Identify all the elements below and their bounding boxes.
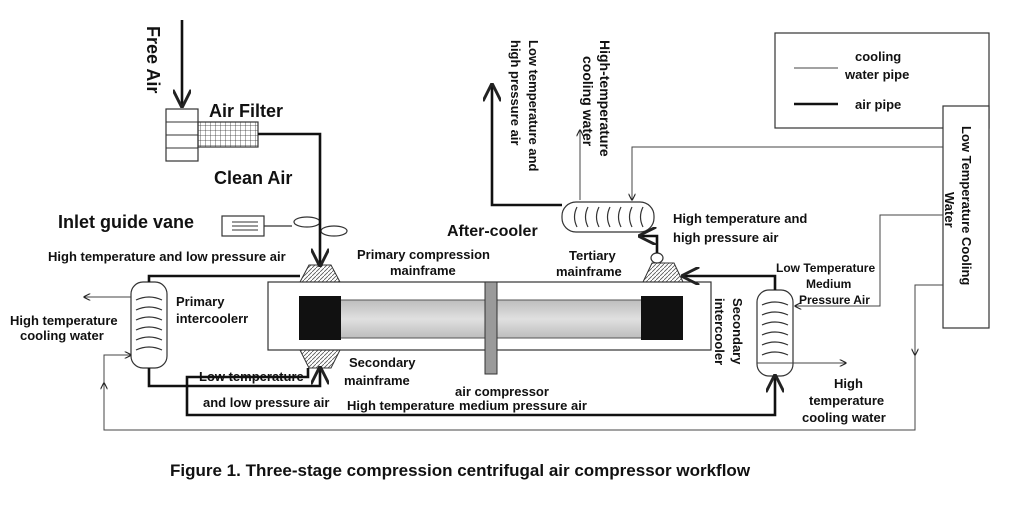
- high-temp-cooling-water-top-2: cooling water: [580, 56, 596, 147]
- low-temp-cooling-water-box: [942, 105, 990, 329]
- low-temp-low-pressure-label-1: Low temperature: [199, 369, 304, 384]
- low-temp-high-pressure-label-1: Low temperature and: [526, 40, 541, 172]
- tertiary-mainframe-label-1: Tertiary: [569, 248, 616, 263]
- after-cooler-label: After-cooler: [447, 223, 538, 240]
- tertiary-impeller-block: [641, 296, 683, 340]
- high-temp-cooling-water-top-1: High-temperature: [597, 40, 613, 157]
- gear-bull-wheel: [484, 281, 498, 375]
- water-down-right: [915, 284, 943, 355]
- primary-compression-label-1: Primary compression: [357, 247, 490, 262]
- high-temp-medium-pressure-label-b: medium pressure air: [459, 398, 587, 413]
- secondary-stage-head: [299, 349, 341, 369]
- primary-compression-label-2: mainframe: [390, 263, 456, 278]
- legend-water-label-1: cooling: [855, 49, 901, 64]
- high-temp-cooling-water-left-1: High temperature: [10, 313, 118, 328]
- legend-air-label: air pipe: [855, 97, 901, 112]
- primary-to-secondary-pipe: [147, 368, 320, 388]
- secondary-mainframe-label-2: mainframe: [344, 373, 410, 388]
- water-return-loop: [104, 355, 916, 431]
- low-temp-medium-pressure-label-2: Medium: [806, 277, 851, 291]
- water-to-secondary-intercooler: [795, 214, 943, 306]
- high-temp-high-pressure-label-1: High temperature and: [673, 211, 807, 226]
- figure-caption: Figure 1. Three-stage compression centri…: [170, 461, 751, 480]
- after-cooler-outlet-pipe: [492, 85, 562, 207]
- water-to-after-cooler: [632, 146, 943, 200]
- legend: cooling water pipe air pipe: [774, 32, 990, 129]
- primary-intercooler: [130, 281, 168, 369]
- high-temp-high-pressure-label-2: high pressure air: [673, 230, 778, 245]
- tertiary-mainframe-label-2: mainframe: [556, 264, 622, 279]
- high-temp-cooling-water-right-1: High: [834, 376, 863, 391]
- secondary-mainframe-label-1: Secondary: [349, 355, 416, 370]
- low-temp-cooling-water-label-2: Water: [942, 192, 957, 228]
- air-filter-label: Air Filter: [209, 101, 283, 121]
- primary-intercooler-label-1: Primary: [176, 294, 225, 309]
- high-temp-cooling-water-right-3: cooling water: [802, 410, 886, 425]
- after-cooler: [561, 201, 655, 233]
- secondary-outlet-pipe: [185, 368, 775, 417]
- low-temp-low-pressure-label-2: and low pressure air: [203, 395, 329, 410]
- clean-air-pipe: [258, 132, 320, 265]
- secondary-intercooler-label-1: Secondary: [730, 298, 745, 365]
- low-temp-cooling-water-label-1: Low Temperature Cooling: [959, 126, 974, 285]
- tertiary-outlet-pipe: [640, 236, 659, 253]
- primary-intercooler-label-2: intercoolerr: [176, 311, 248, 326]
- secondary-intercooler-outlet-pipe: [683, 276, 777, 290]
- air-pipes: [147, 20, 777, 417]
- legend-water-label-2: water pipe: [844, 67, 909, 82]
- water-to-primary-intercooler: [103, 355, 131, 383]
- primary-outlet-pipe: [147, 274, 300, 282]
- free-air-label: Free Air: [143, 26, 163, 93]
- clean-air-label: Clean Air: [214, 168, 292, 188]
- low-temp-medium-pressure-label-1: Low Temperature: [776, 261, 875, 275]
- air-compressor-label: air compressor: [455, 384, 549, 399]
- low-temp-high-pressure-label-2: high pressure air: [508, 40, 523, 145]
- high-temp-cooling-water-right-2: temperature: [809, 393, 884, 408]
- secondary-intercooler-label-2: intercooler: [712, 298, 727, 365]
- primary-stage-head: [299, 264, 341, 283]
- high-temp-medium-pressure-label-a: High temperature: [347, 398, 455, 413]
- inlet-guide-vane: [221, 215, 348, 237]
- tertiary-stage-head: [642, 262, 684, 283]
- primary-impeller-block: [299, 296, 341, 340]
- inlet-guide-vane-label: Inlet guide vane: [58, 212, 194, 232]
- water-pipes: [84, 130, 943, 431]
- air-filter: [165, 108, 259, 162]
- high-temp-low-pressure-label: High temperature and low pressure air: [48, 249, 286, 264]
- high-temp-cooling-water-left-2: cooling water: [20, 328, 104, 343]
- low-temp-medium-pressure-label-3: Pressure Air: [799, 293, 870, 307]
- tertiary-outlet-nozzle: [650, 252, 664, 264]
